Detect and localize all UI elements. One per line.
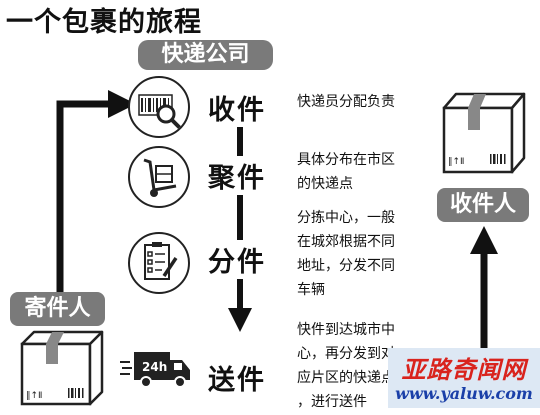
express-company-label: 快递公司 <box>138 40 273 70</box>
watermark-url: www.yaluw.com <box>395 384 533 403</box>
stage-desc-sort: 分拣中心，一般 在城郊根据不同 地址，分发不同 车辆 <box>297 206 395 302</box>
stage-name-receive: 收件 <box>207 88 267 127</box>
desc-line: ，进行送件 <box>297 394 367 410</box>
desc-line: 快件到达城市中 <box>297 322 395 338</box>
receiver-package-icon: ‖↑Ⅱ <box>440 92 526 180</box>
barcode-magnifier-icon <box>128 76 190 138</box>
site-watermark: 亚路奇闻网 www.yaluw.com <box>388 348 540 408</box>
desc-line: 具体分布在市区 <box>297 152 395 168</box>
page-title: 一个包裹的旅程 <box>6 7 202 38</box>
desc-line: 地址，分发不同 <box>297 258 395 274</box>
hand-truck-icon <box>128 146 190 208</box>
receiver-label: 收件人 <box>437 188 529 222</box>
desc-line: 车辆 <box>297 282 325 298</box>
delivery-truck-icon: 24h <box>118 346 198 396</box>
desc-line: 快递员分配负责 <box>297 94 395 110</box>
desc-line: 在城郊根据不同 <box>297 234 395 250</box>
desc-line: 应片区的快递点 <box>297 370 395 386</box>
box-marks: ‖↑Ⅱ <box>448 157 464 167</box>
stage-name-gather: 聚件 <box>207 156 267 195</box>
stage-desc-deliver: 快件到达城市中 心，再分发到对 应片区的快递点 ，进行送件 <box>297 318 395 414</box>
sender-to-company-arrow <box>56 90 136 292</box>
stage-desc-receive: 快递员分配负责 <box>297 90 395 114</box>
sender-package-icon: ‖↑Ⅱ <box>18 330 104 412</box>
stage-desc-gather: 具体分布在市区 的快递点 <box>297 148 395 196</box>
truck-24h-badge: 24h <box>142 360 167 374</box>
desc-line: 的快递点 <box>297 176 353 192</box>
sender-label: 寄件人 <box>10 292 105 326</box>
stage-name-sort: 分件 <box>207 240 267 279</box>
desc-line: 心，再分发到对 <box>297 346 395 362</box>
clipboard-checklist-icon <box>128 232 190 294</box>
watermark-title: 亚路奇闻网 <box>401 356 527 384</box>
stage-name-deliver: 送件 <box>207 358 267 397</box>
box-marks: ‖↑Ⅱ <box>26 391 42 401</box>
desc-line: 分拣中心，一般 <box>297 210 395 226</box>
